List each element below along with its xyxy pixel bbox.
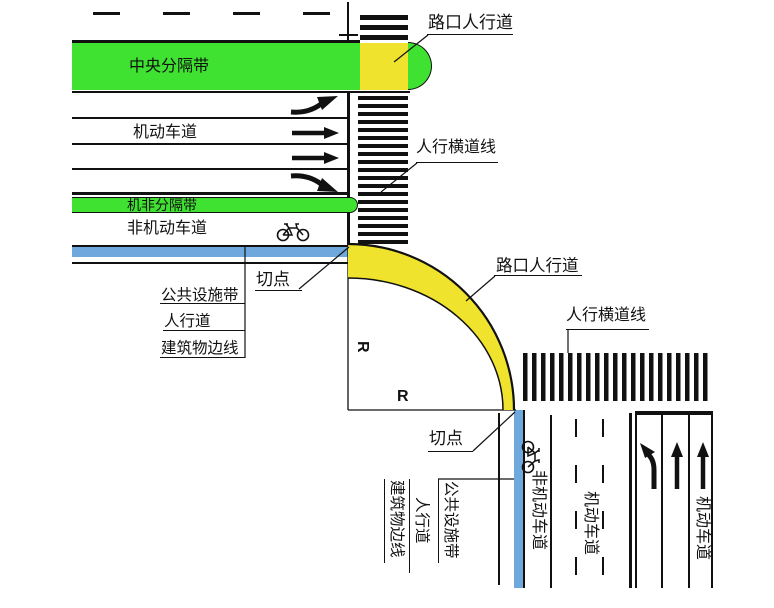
bicycle-icon [276,223,310,242]
label-motor-lane-south-down: 机动车道 [582,491,599,556]
building-edge-line-bottom [498,413,500,585]
radius-construction-lines [347,248,516,411]
label-motor-lane-south-up: 机动车道 [694,496,711,561]
top-lane-tick [339,34,358,36]
underline-facility-belt-bottom [438,479,440,563]
straight-up-arrow [697,442,709,489]
label-building-edge-left: 建筑物边线 [161,340,239,357]
median-top-border [72,40,360,43]
label-facility-belt-left: 公共设施带 [161,287,239,304]
south-lane-line-1 [661,413,663,588]
underline-corner-sidewalk-top [427,34,513,36]
corner-sidewalk-band [348,244,514,410]
underline-tangent-point-bottom [428,451,473,453]
underline-crosswalk-line-top [416,162,498,164]
straight-right-arrow [292,127,339,139]
straight-up-arrow [671,442,683,489]
label-motor-nonmotor-divider: 机非分隔带 [127,197,197,213]
building-edge-line-left [72,262,348,264]
west-road-stop-line [346,92,350,250]
facility-belt-bottom-border [522,410,525,588]
underline-building-edge-bottom [384,479,386,563]
crosswalk-north-lower [358,96,408,246]
underline-building-edge-left [160,357,245,359]
median-bottom-border [72,90,410,93]
label-nonmotor-lane-south: 非机动车道 [530,470,547,551]
underline-sidewalk-left [163,330,245,332]
label-corner-sidewalk-top: 路口人行道 [428,13,513,32]
underline-facility-belt-left [160,303,245,305]
label-crosswalk-line-bottom: 人行横道线 [566,307,647,324]
label-sidewalk-left: 人行道 [164,313,211,330]
center-double-line-2 [634,413,637,588]
label-central-median: 中央分隔带 [129,58,210,75]
lane-line-2 [72,143,348,145]
top-roadway-edge-line [347,2,349,40]
median-rounded-cap [408,42,432,90]
lane-line-3 [72,168,348,170]
bicycle-icon [521,440,540,474]
underline-sidewalk-bottom [409,479,411,573]
label-crosswalk-line-top: 人行横道线 [416,139,497,156]
road-center-dashed-line [93,12,331,15]
nonmotor-lane-edge-line [550,415,552,588]
south-lane-line-2 [688,413,690,588]
facility-belt-left-band [72,246,348,257]
straight-right-arrow [292,152,339,164]
underline-corner-sidewalk-curve [494,275,582,277]
south-lane-dashed-2 [602,419,604,585]
crosswalk-east [523,353,712,401]
corner-arc-inner-edge [347,277,504,411]
label-motor-lane-west: 机动车道 [133,124,198,141]
label-corner-sidewalk-curve: 路口人行道 [496,257,579,275]
south-road-edge-line [711,413,713,588]
label-facility-belt-bottom: 公共设施带 [442,481,459,559]
label-sidewalk-bottom: 人行道 [413,497,430,544]
crosswalk-north-upper [360,15,408,42]
facility-belt-bottom-band [513,410,523,588]
left-turn-up-arrow [640,443,657,489]
underline-tangent-point-top [255,290,302,292]
label-radius-horizontal: R [397,388,409,405]
facility-belt-top-border [72,244,348,247]
south-lane-dashed-1 [575,419,577,585]
label-building-edge-bottom: 建筑物边线 [388,480,405,558]
central-median-band [72,43,360,90]
south-road-stop-line [635,411,713,415]
center-double-line-1 [629,413,632,588]
median-crosswalk-opening [360,43,410,90]
label-nonmotor-lane-west: 非机动车道 [127,220,208,237]
label-tangent-point-bottom: 切点 [429,429,463,448]
curve-right-up-arrow [290,96,338,115]
leader-corner-sidewalk-curve [465,275,496,302]
label-tangent-point-top: 切点 [256,270,290,289]
underline-crosswalk-line-bottom [566,329,649,331]
corner-arc-outer-edge [347,242,516,411]
lane-line-1 [72,117,348,119]
label-radius-vertical: R [354,341,371,353]
leader-tangent-bottom [472,411,516,452]
curve-right-down-arrow [290,173,338,192]
motor-nonmotor-divider-strip [72,196,358,213]
motor-lanes-bottom-edge [72,192,348,195]
